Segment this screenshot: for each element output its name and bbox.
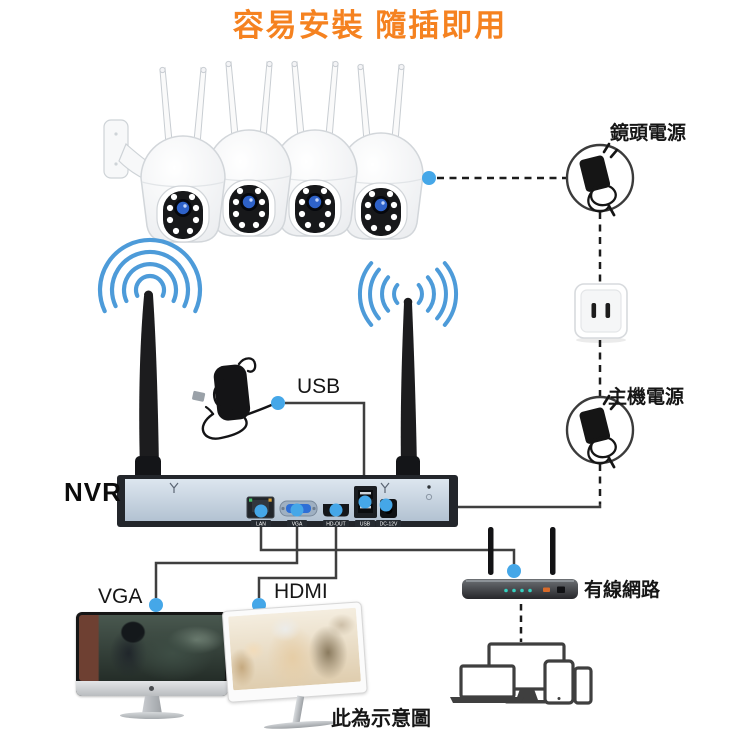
monitor-stand: [292, 695, 305, 725]
host-power-label: 主機電源: [608, 387, 685, 408]
wifi-signal-icon: [97, 237, 203, 314]
port-label-lan: LAN: [256, 521, 266, 527]
usb-label: USB: [297, 375, 341, 398]
lan-to-router-line: [259, 527, 516, 565]
connector-dot: [271, 396, 285, 410]
monitor-logo: [149, 686, 154, 691]
vga-monitor: [76, 612, 228, 719]
phone-icon: [573, 666, 593, 705]
disclaimer-label: 此為示意圖: [331, 708, 431, 730]
hdmi-label: HDMI: [274, 580, 328, 603]
antenna-mark-icon: [169, 482, 390, 493]
ptz-camera-icon: [140, 66, 226, 243]
host-power-adapter-icon: [565, 394, 635, 469]
nvr-antenna-left: [135, 290, 161, 502]
surveillance-footage: [79, 615, 225, 681]
port-label-dc: DC-12V: [380, 521, 398, 527]
connector-dot: [379, 498, 393, 512]
monitor-frame: [76, 612, 228, 696]
usb-line: [285, 401, 366, 490]
connector-dot: [290, 503, 304, 517]
vga-to-monitor-line: [154, 527, 299, 598]
wired-network-label: 有線網路: [584, 580, 661, 601]
page-title: 容易安裝 隨插即用: [232, 8, 508, 43]
nvr-antenna-right: [396, 297, 420, 502]
connector-dot: [422, 171, 436, 185]
wifi-signal-icon: [357, 261, 459, 327]
monitor-stand: [142, 696, 162, 714]
connector-dot: [329, 503, 343, 517]
laptop-icon: [459, 664, 516, 699]
port-label-hdmi: HD-OUT: [326, 521, 345, 527]
connector-dot: [358, 495, 372, 509]
nvr-label: NVR: [64, 477, 122, 507]
usb-dongle-icon: [192, 357, 277, 440]
router-icon: [462, 527, 578, 599]
monitor-frame: [221, 601, 368, 703]
hdmi-to-monitor-line: [257, 527, 338, 598]
vga-label: VGA: [98, 585, 143, 608]
power-outlet-icon: [574, 283, 628, 343]
client-devices-icon: [450, 642, 593, 705]
connector-dot: [507, 564, 521, 578]
camera-power-adapter-icon: [565, 142, 635, 217]
camera-array: [103, 60, 424, 243]
port-label-usb: USB: [360, 521, 371, 527]
dc-power-line: [396, 504, 602, 509]
port-label-vga: VGA: [292, 521, 303, 527]
connector-dot: [254, 504, 268, 518]
monitor-base: [120, 712, 184, 719]
family-footage: [228, 607, 361, 691]
tablet-icon: [543, 659, 575, 705]
monitor-base: [263, 719, 336, 731]
nvr-recorder: LAN VGA HD-OUT USB DC-12V: [117, 475, 458, 527]
connector-dot: [149, 598, 163, 612]
camera-power-label: 鏡頭電源: [610, 123, 687, 144]
